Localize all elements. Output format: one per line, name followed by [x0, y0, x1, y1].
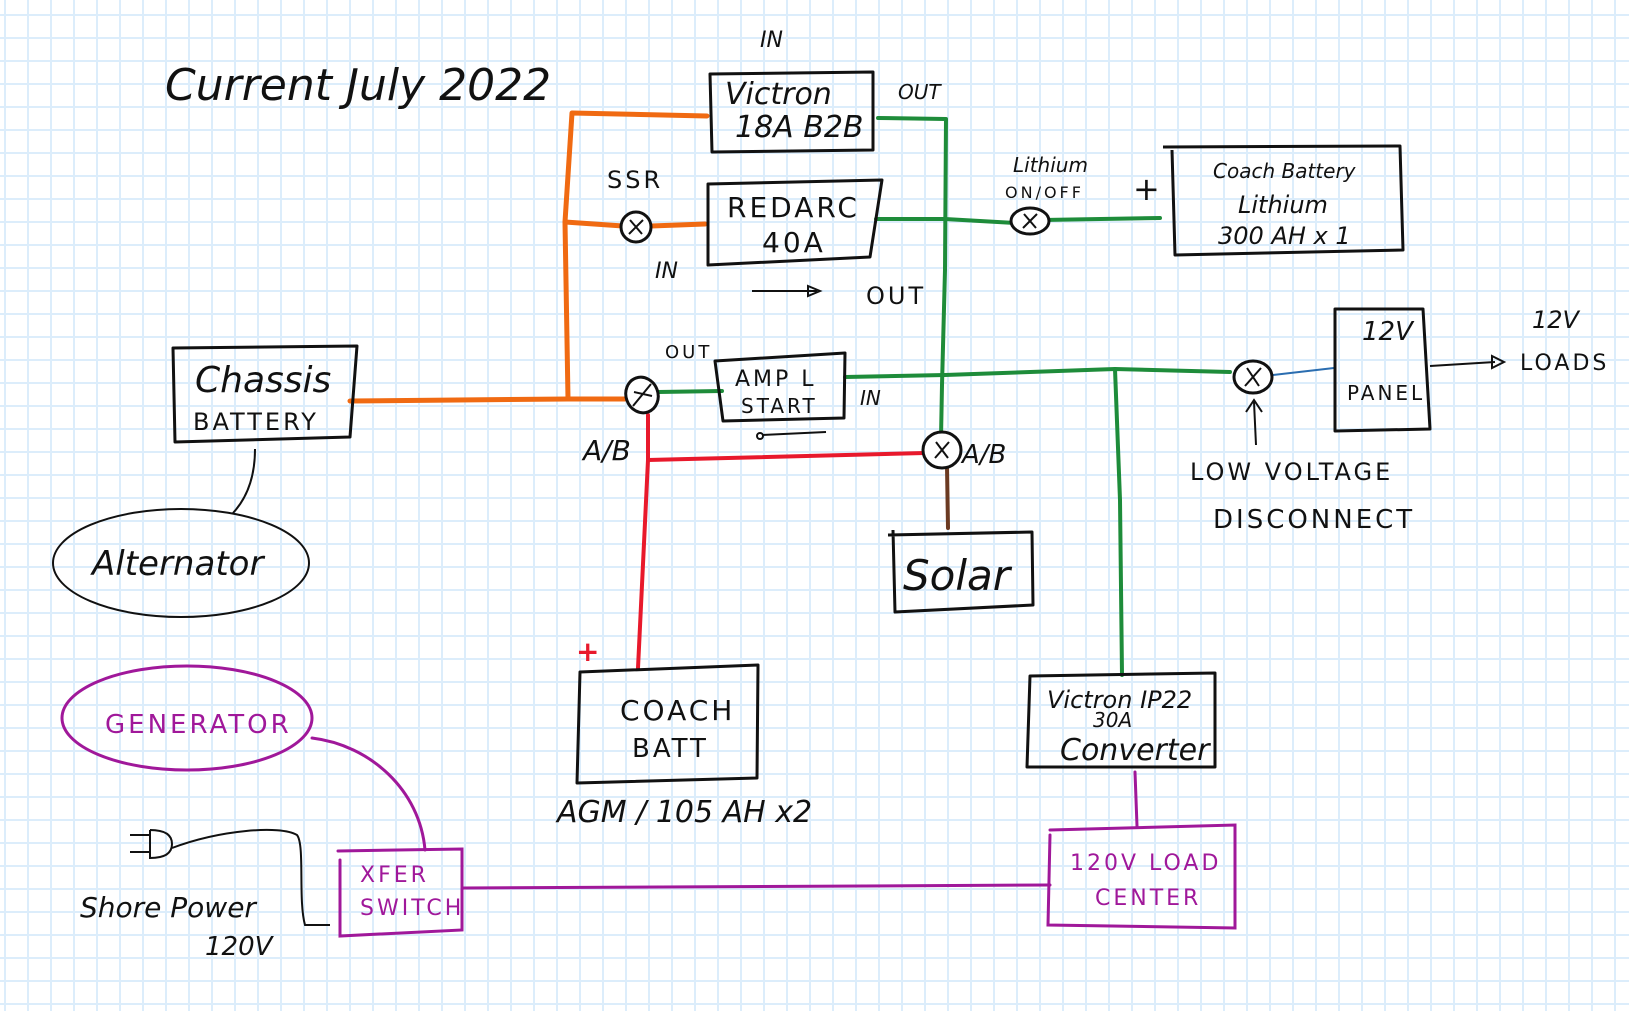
coach-agm-label-2: BATT — [632, 734, 709, 764]
diagram-title: Current July 2022 — [165, 60, 551, 111]
dc-bus-wires — [656, 116, 1232, 677]
ssr-switch[interactable]: SSR — [607, 166, 663, 244]
wire-chassis-to-junction — [347, 396, 628, 404]
chassis-battery-box[interactable]: Chassis BATTERY — [171, 344, 359, 444]
wire-ampl-in-bus — [843, 367, 1232, 379]
coach-lithium-label-3: 300 AH x 1 — [1218, 222, 1351, 250]
victron-b2b-in-label: IN — [760, 28, 783, 53]
converter-label-1: Victron IP22 — [1047, 686, 1192, 714]
ampl-start-label-2: START — [741, 394, 818, 418]
ampl-start-box[interactable]: AMP L START OUT IN — [665, 342, 881, 440]
wire-lithium-to-coach — [1041, 216, 1162, 222]
agm-battery-wires — [636, 413, 927, 670]
ampl-start-out-label: OUT — [665, 342, 712, 363]
coach-lithium-label-2: Lithium — [1238, 191, 1328, 219]
loads-12v-label-1: 12V — [1532, 306, 1581, 334]
wire-to-ssr — [562, 219, 626, 229]
load-center-120v-box[interactable]: 120V LOAD CENTER — [1046, 823, 1237, 930]
lvd-pointer-arrow-icon — [1245, 398, 1263, 446]
xfer-switch-label-2: SWITCH — [360, 896, 464, 921]
ab-switch-left[interactable]: A/B — [581, 373, 663, 467]
wire-redarc-out — [874, 217, 1017, 225]
alternator-node[interactable]: Alternator — [52, 508, 310, 618]
ampl-start-direction-arrow-icon — [756, 431, 827, 440]
wire-bus-to-converter — [1113, 367, 1124, 677]
wire-shore-cord — [171, 828, 330, 926]
wire-alternator-to-chassis — [232, 448, 256, 514]
wire-orange-trunk — [562, 110, 710, 402]
plug-icon — [130, 829, 174, 860]
ac-circuit-wires — [310, 736, 1139, 890]
shore-power-label-1: Shore Power — [80, 891, 257, 924]
wire-ampl-out — [656, 389, 724, 394]
coach-batt-agm-box[interactable]: + COACH BATT AGM / 105 AH x2 — [555, 635, 812, 830]
ampl-start-in-label: IN — [860, 386, 881, 410]
lithium-switch-label-2: ON/OFF — [1005, 183, 1084, 202]
coach-agm-label-1: COACH — [620, 694, 735, 727]
wire-b2b-out — [876, 116, 948, 440]
redarc-direction-arrow-icon — [752, 284, 823, 298]
loads-12v-label-2: LOADS — [1520, 351, 1609, 376]
ssr-label: SSR — [607, 166, 663, 194]
low-voltage-disconnect[interactable]: LOW VOLTAGE DISCONNECT — [1190, 359, 1415, 535]
wire-lvd-to-panel — [1272, 367, 1335, 376]
lvd-label-2: DISCONNECT — [1213, 505, 1415, 535]
xfer-switch-label-1: XFER — [360, 863, 429, 888]
ab-switch-right-label: A/B — [960, 440, 1006, 470]
chassis-battery-label-1: Chassis — [195, 360, 331, 401]
wire-generator-to-xfer — [310, 736, 427, 852]
wire-ssr-to-redarc — [648, 221, 708, 229]
shore-power-label-2: 120V — [205, 932, 275, 962]
generator-label: GENERATOR — [105, 710, 292, 740]
ampl-start-label-1: AMP L — [735, 367, 817, 392]
coach-lithium-label-1: Coach Battery — [1213, 159, 1357, 183]
coach-battery-lithium-box[interactable]: + Coach Battery Lithium 300 AH x 1 — [1133, 144, 1405, 257]
load-center-label-1: 120V LOAD — [1070, 851, 1221, 876]
wire-agm-vertical — [636, 413, 650, 670]
lithium-switch-label-1: Lithium — [1013, 153, 1088, 177]
load-center-label-2: CENTER — [1095, 886, 1201, 911]
wire-solar — [945, 464, 950, 530]
redarc-label-1: REDARC — [727, 191, 860, 224]
ab-switch-right[interactable]: A/B — [921, 430, 1006, 470]
solar-label: Solar — [903, 551, 1013, 600]
solar-box[interactable]: Solar — [887, 529, 1035, 614]
panel-12v-box[interactable]: 12V PANEL — [1333, 307, 1432, 433]
coach-agm-caption: AGM / 105 AH x2 — [555, 795, 812, 830]
panel-12v-label-2: PANEL — [1347, 381, 1425, 405]
wire-converter-to-loadcenter — [1133, 770, 1139, 828]
victron-converter-box[interactable]: Victron IP22 30A Converter — [1025, 671, 1217, 769]
lithium-on-off-switch[interactable]: Lithium ON/OFF — [1005, 153, 1088, 236]
victron-b2b-label-1: Victron — [725, 77, 832, 112]
loads-arrow-icon — [1429, 361, 1496, 367]
lvd-label-1: LOW VOLTAGE — [1190, 458, 1393, 486]
wire-xfer-to-loadcenter — [461, 883, 1052, 890]
alternator-circuit-wires — [347, 110, 710, 404]
victron-b2b-box[interactable]: Victron 18A B2B IN OUT — [708, 28, 942, 154]
victron-b2b-label-2: 18A B2B — [735, 110, 863, 145]
chassis-battery-label-2: BATTERY — [193, 408, 319, 436]
loads-12v[interactable]: 12V LOADS — [1429, 306, 1609, 376]
alternator-label: Alternator — [90, 544, 265, 584]
coach-agm-polarity: + — [576, 635, 599, 668]
ab-switch-left-label: A/B — [581, 434, 631, 467]
redarc-label-2: 40A — [762, 226, 826, 259]
redarc-out-label: OUT — [866, 282, 926, 310]
panel-12v-label-1: 12V — [1362, 317, 1415, 347]
xfer-switch-box[interactable]: XFER SWITCH — [336, 847, 464, 938]
converter-label-3: Converter — [1060, 733, 1211, 768]
redarc-box[interactable]: REDARC 40A IN OUT — [655, 178, 926, 310]
victron-b2b-out-label: OUT — [898, 80, 942, 104]
wire-agm-horizontal — [646, 451, 927, 462]
converter-label-2: 30A — [1093, 708, 1132, 732]
shore-power[interactable]: Shore Power 120V — [80, 829, 275, 962]
redarc-in-label: IN — [655, 259, 678, 284]
generator-node[interactable]: GENERATOR — [60, 664, 314, 772]
coach-lithium-polarity: + — [1133, 170, 1160, 208]
